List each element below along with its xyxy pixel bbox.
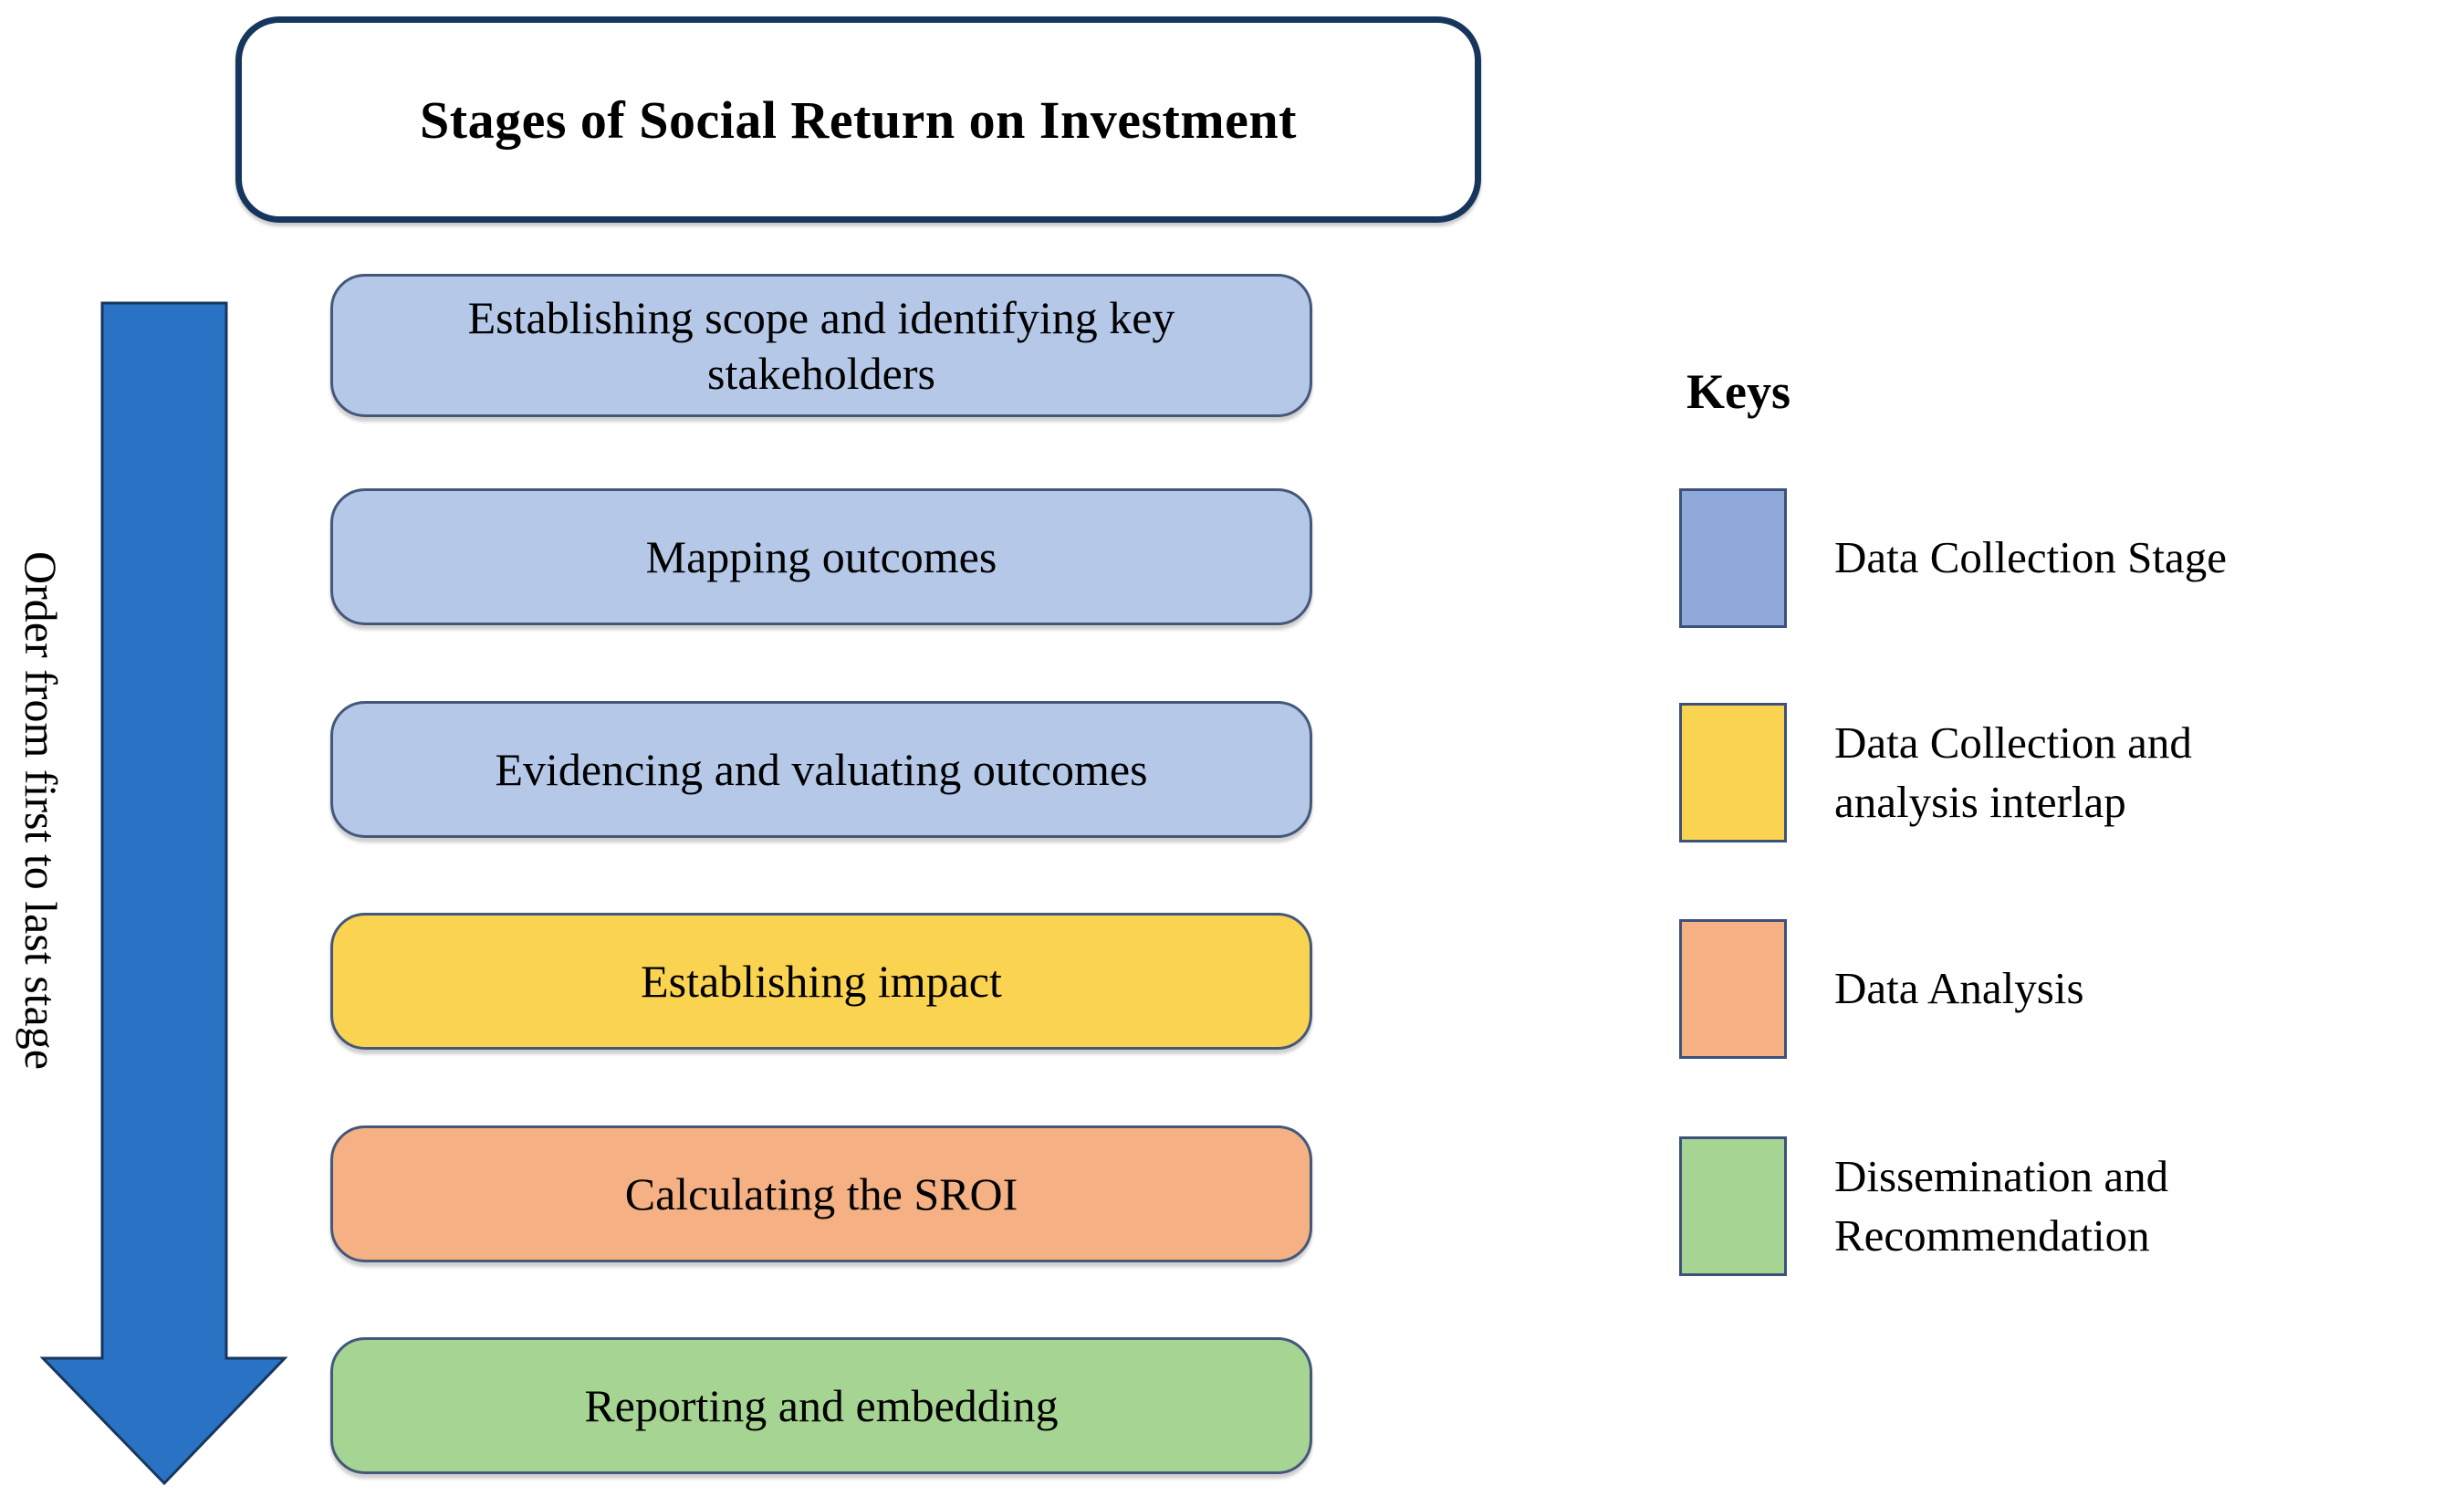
legend-item-dissemination-recommendation: Dissemination and Recommendation — [1679, 1135, 2464, 1278]
stage-box-establishing-scope: Establishing scope and identifying key s… — [330, 274, 1312, 417]
legend-item-data-analysis: Data Analysis — [1679, 917, 2464, 1061]
down-arrow — [39, 301, 288, 1486]
legend-label-data-analysis: Data Analysis — [1834, 963, 2084, 1014]
legend-swatch-data-analysis — [1679, 919, 1787, 1059]
legend-item-data-collection: Data Collection Stage — [1679, 487, 2464, 630]
legend-label-dissemination-recommendation: Dissemination and Recommendation — [1834, 1150, 2169, 1261]
stage-box-calculating-sroi: Calculating the SROI — [330, 1125, 1312, 1262]
legend-swatch-data-collection — [1679, 488, 1787, 628]
order-direction-label: Order from first to last stage — [16, 551, 67, 1070]
stage-box-mapping-outcomes: Mapping outcomes — [330, 488, 1312, 625]
title-box: Stages of Social Return on Investment — [235, 16, 1481, 223]
legend-label-data-collection: Data Collection Stage — [1834, 532, 2227, 583]
stage-box-establishing-impact: Establishing impact — [330, 913, 1312, 1050]
legend-swatch-collection-analysis-interlap — [1679, 703, 1787, 842]
stage-box-reporting-embedding: Reporting and embedding — [330, 1337, 1312, 1474]
stage-box-evidencing-valuating: Evidencing and valuating outcomes — [330, 701, 1312, 838]
legend-swatch-dissemination-recommendation — [1679, 1136, 1787, 1276]
figure-title: Stages of Social Return on Investment — [420, 89, 1297, 150]
down-arrow-shape — [39, 301, 288, 1486]
legend-heading: Keys — [1686, 364, 1791, 419]
legend-label-collection-analysis-interlap: Data Collection and analysis interlap — [1834, 717, 2192, 827]
legend-item-collection-analysis-interlap: Data Collection and analysis interlap — [1679, 701, 2464, 844]
